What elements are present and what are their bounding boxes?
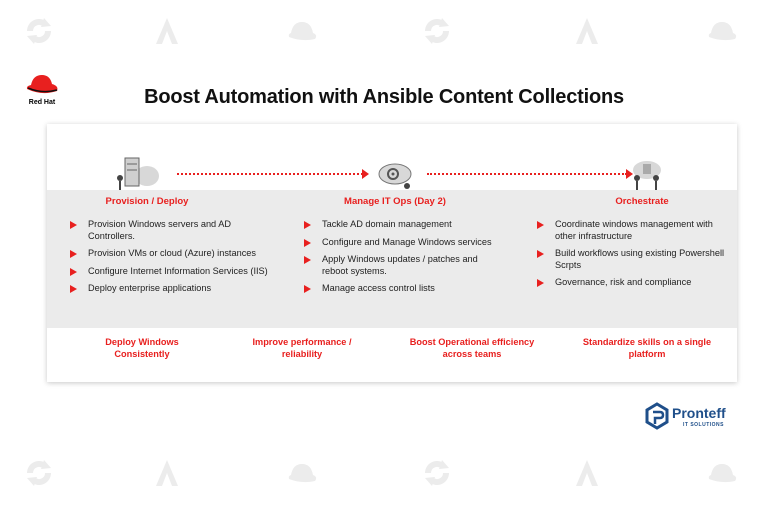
provision-list: Provision Windows servers and AD Control… xyxy=(70,219,270,301)
content-band xyxy=(47,190,737,328)
sync-icon xyxy=(420,14,454,48)
outcome-standardize: Standardize skills on a single platform xyxy=(582,337,712,359)
outcome-deploy: Deploy Windows Consistently xyxy=(105,337,179,359)
list-item: Configure Internet Information Services … xyxy=(70,266,270,278)
redhat-hat-icon xyxy=(285,14,319,48)
column-title-provision: Provision / Deploy xyxy=(105,196,189,207)
bullet-arrow-icon xyxy=(537,221,544,229)
bullet-arrow-icon xyxy=(304,256,311,264)
ansible-icon xyxy=(570,456,604,490)
orchestrate-list: Coordinate windows management with other… xyxy=(537,219,727,295)
cloud-gear-icon xyxy=(371,152,417,194)
outcome-efficiency: Boost Operational efficiency across team… xyxy=(409,337,535,359)
flow-arrow-1 xyxy=(177,169,369,179)
pronteff-name: Pronteff xyxy=(672,405,726,421)
list-item: Coordinate windows management with other… xyxy=(537,219,727,242)
ansible-icon xyxy=(150,456,184,490)
list-item: Provision Windows servers and AD Control… xyxy=(70,219,270,242)
redhat-hat-icon xyxy=(705,14,739,48)
list-item-text: Tackle AD domain management xyxy=(322,219,452,229)
outcome-performance: Improve performance / reliability xyxy=(252,337,352,359)
automation-card: Provision / Deploy Manage IT Ops (Day 2)… xyxy=(47,124,737,382)
redhat-hat-icon xyxy=(705,456,739,490)
list-item-text: Configure and Manage Windows services xyxy=(322,236,492,247)
ansible-icon xyxy=(150,14,184,48)
bullet-arrow-icon xyxy=(537,250,544,258)
list-item-text: Provision Windows servers and AD Control… xyxy=(88,219,231,241)
sync-icon xyxy=(420,456,454,490)
list-item-text: Deploy enterprise applications xyxy=(88,283,212,293)
pronteff-logo: Pronteff IT SOLUTIONS xyxy=(645,402,745,430)
server-cloud-icon xyxy=(115,152,161,194)
list-item: Tackle AD domain management xyxy=(304,219,504,231)
bullet-arrow-icon xyxy=(70,250,77,258)
bullet-arrow-icon xyxy=(304,285,311,293)
list-item: Governance, risk and compliance xyxy=(537,277,727,289)
list-item: Build workflows using existing Powershel… xyxy=(537,248,727,271)
column-title-orchestrate: Orchestrate xyxy=(615,196,669,207)
redhat-logo: Red Hat xyxy=(20,72,64,106)
flow-arrow-2 xyxy=(427,169,633,179)
list-item-text: Coordinate windows management with other… xyxy=(555,219,713,241)
bullet-arrow-icon xyxy=(70,221,77,229)
list-item-text: Provision VMs or cloud (Azure) instances xyxy=(88,248,256,258)
page-title: Boost Automation with Ansible Content Co… xyxy=(144,86,624,108)
bullet-arrow-icon xyxy=(537,279,544,287)
bullet-arrow-icon xyxy=(70,285,77,293)
manage-list: Tackle AD domain management Configure an… xyxy=(304,219,504,301)
list-item-text: Manage access control lists xyxy=(322,283,435,293)
redhat-hat-icon xyxy=(285,456,319,490)
sync-icon xyxy=(22,14,56,48)
bullet-arrow-icon xyxy=(304,221,311,229)
redhat-hat-icon xyxy=(26,75,58,94)
list-item-text: Apply Windows updates / patches and rebo… xyxy=(322,254,478,276)
pronteff-tagline: IT SOLUTIONS xyxy=(683,422,724,428)
bullet-arrow-icon xyxy=(304,238,311,247)
list-item-text: Governance, risk and compliance xyxy=(555,277,692,287)
ansible-icon xyxy=(570,14,604,48)
list-item: Provision VMs or cloud (Azure) instances xyxy=(70,248,270,260)
team-orchestration-icon xyxy=(623,152,669,194)
bullet-arrow-icon xyxy=(70,267,77,276)
list-item: Deploy enterprise applications xyxy=(70,283,270,295)
list-item-text: Build workflows using existing Powershel… xyxy=(555,248,725,270)
sync-icon xyxy=(22,456,56,490)
column-title-manage: Manage IT Ops (Day 2) xyxy=(344,196,446,207)
pronteff-mark-icon xyxy=(645,402,669,430)
list-item-text: Configure Internet Information Services … xyxy=(88,265,268,276)
list-item: Configure and Manage Windows services xyxy=(304,237,504,249)
list-item: Apply Windows updates / patches and rebo… xyxy=(304,254,504,277)
redhat-logo-text: Red Hat xyxy=(28,99,56,106)
list-item: Manage access control lists xyxy=(304,283,504,295)
